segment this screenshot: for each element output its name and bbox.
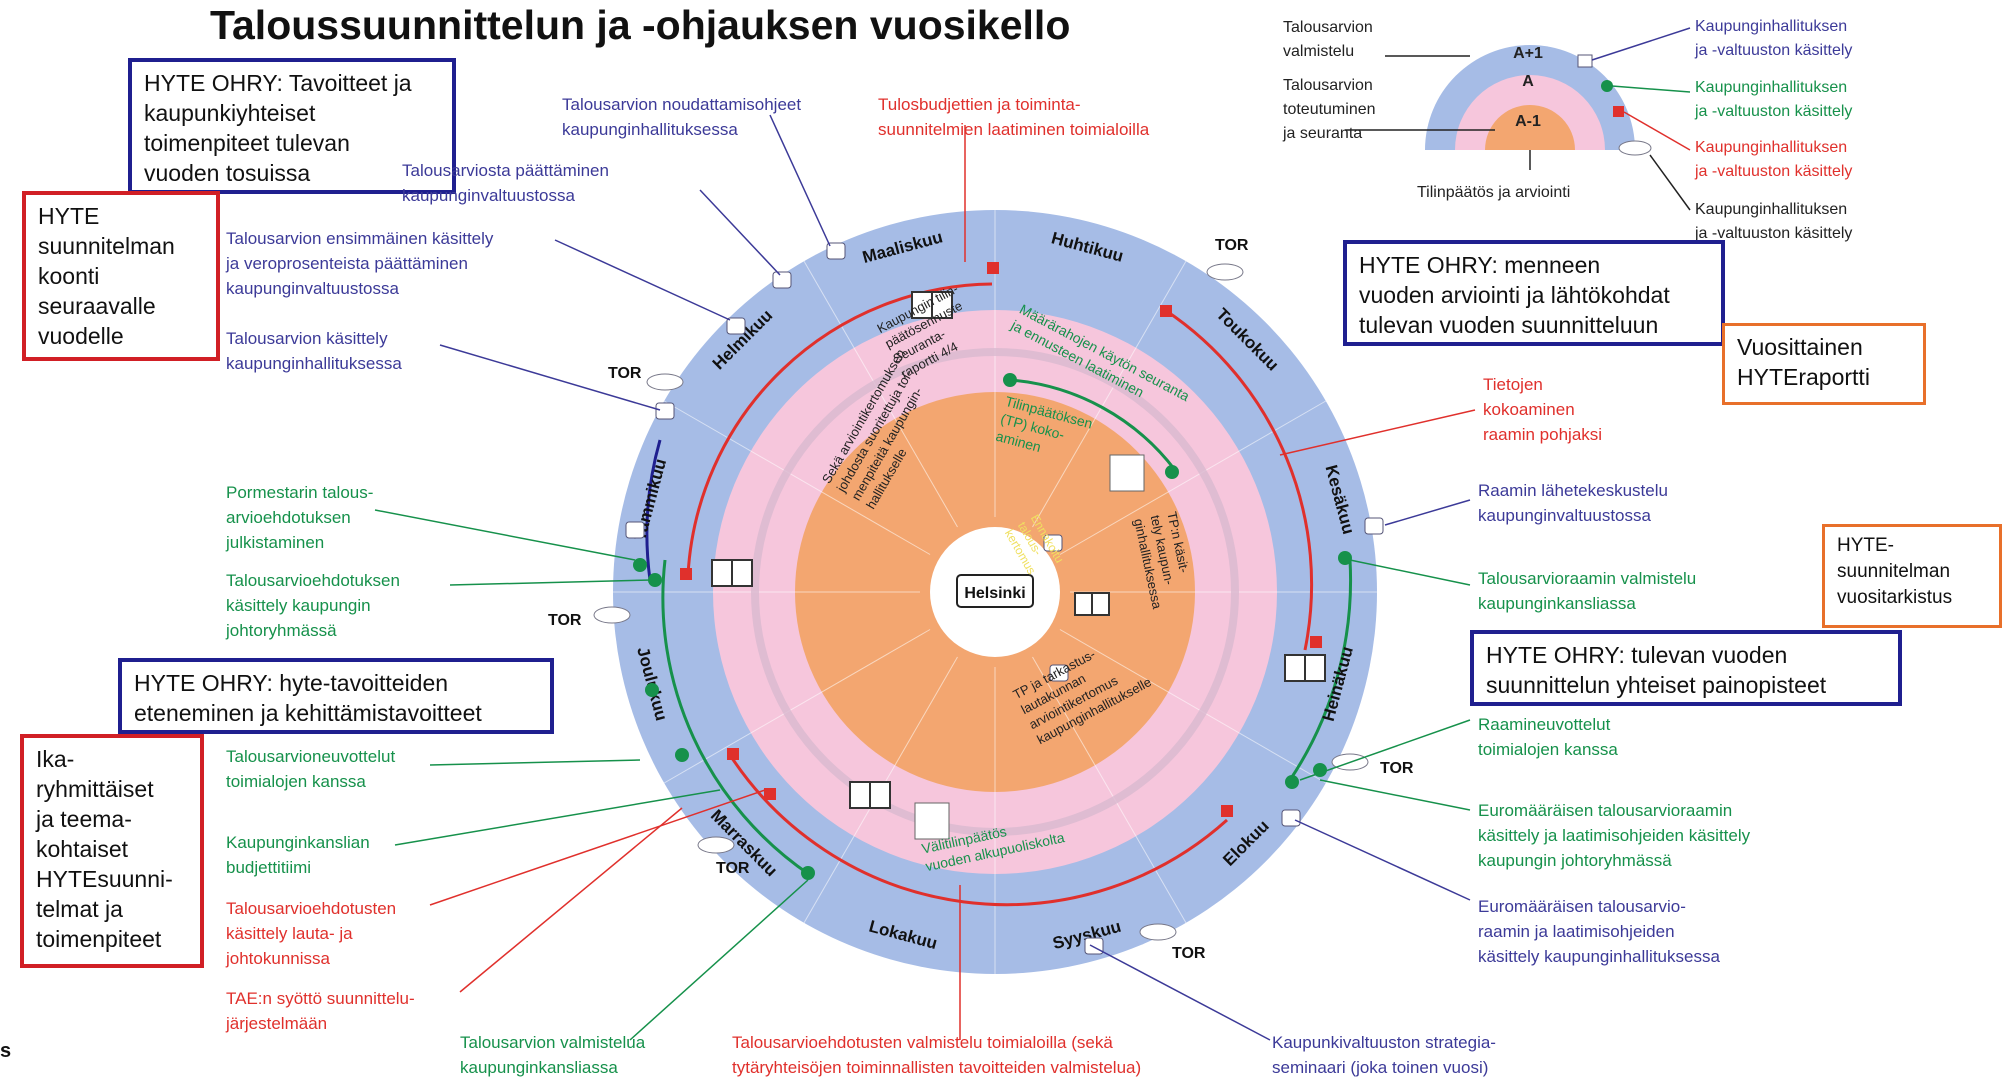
label-paattaminen: Talousarviosta päättäminen kaupunginvalt… (402, 161, 609, 205)
tor-label-2: TOR (608, 365, 642, 382)
calendar-icons (914, 454, 1145, 840)
legend-ring-am1: A-1 (1515, 113, 1541, 130)
tor-label-5: TOR (716, 860, 750, 877)
center-label: Helsinki (964, 585, 1025, 602)
label-tulosbudjettien: Tulosbudjettien ja toiminta- suunnitelmi… (878, 95, 1150, 139)
legend-right-1: Kaupunginhallituksen ja -valtuuston käsi… (1695, 18, 1853, 59)
legend-label-valmistelu: Talousarvion valmistelu (1283, 19, 1373, 60)
legend-label-toteutuminen: Talousarvion toteutuminen ja seuranta (1283, 77, 1376, 142)
blue-process-arc (645, 439, 662, 581)
label-valmistelu-kanslia: Talousarvion valmistelua kaupunginkansli… (460, 1033, 646, 1077)
month-divider (1032, 656, 1187, 924)
red-markers (680, 262, 1322, 817)
box-hyte-vuositarkistus: HYTE- suunnitelman vuositarkistus (1822, 524, 2002, 628)
box-hyte-koonti: HYTE suunnitelman koonti seuraavalle vuo… (22, 191, 220, 361)
label-tietojen: Tietojen kokoaminen raamin pohjaksi (1483, 375, 1603, 444)
label-tae-syotto: TAE:n syöttö suunnittelu- järjestelmään (226, 989, 415, 1033)
label-ehdotusten-valmistelu: Talousarvioehdotusten valmistelu toimial… (732, 1033, 1142, 1077)
month-divider (663, 629, 931, 784)
green-process-arc-2 (1288, 559, 1353, 781)
green-markers (633, 373, 1352, 880)
label-raamin-valmistelu: Talousarvioraamin valmistelu kaupunginka… (1478, 569, 1697, 613)
page-title: Taloussuunnittelun ja -ohjauksen vuosike… (210, 2, 1071, 48)
label-raamin-lahetekeskustelu: Raamin lähetekeskustelu kaupunginvaltuus… (1478, 481, 1668, 525)
legend-diagram: A+1 A A-1 (1345, 27, 1691, 211)
box-hyte-ohry-tulevan: HYTE OHRY: tulevan vuoden suunnittelun y… (1470, 630, 1902, 706)
legend-right-3: Kaupunginhallituksen ja -valtuuston käsi… (1695, 139, 1853, 180)
box-hyte-ohry-menneen: HYTE OHRY: menneen vuoden arviointi ja l… (1343, 240, 1725, 346)
label-budjettitiimi: Kaupunginkanslian budjettitiimi (226, 833, 370, 877)
legend-right-2: Kaupunginhallituksen ja -valtuuston käsi… (1695, 79, 1853, 120)
legend-label-tilinpaatos: Tilinpäätös ja arviointi (1417, 184, 1571, 201)
box-vuosittainen: Vuosittainen HYTEraportti (1722, 323, 1926, 405)
meeting-icons (593, 263, 1369, 941)
box-ikaryhmittaiset: Ika- ryhmittäiset ja teema- kohtaiset HY… (20, 734, 204, 968)
month-divider (1059, 629, 1327, 784)
inner-arrow-ring (751, 348, 1239, 836)
label-noudattamisohjeet: Talousarvion noudattamisohjeet kaupungin… (562, 95, 802, 139)
red-process-arc-3 (728, 754, 1229, 907)
book-icons (711, 291, 1326, 809)
green-inner-arc (1009, 378, 1177, 471)
label-pormestarin: Pormestarin talous- arvioehdotuksen julk… (226, 483, 374, 552)
label-ensimmainen: Talousarvion ensimmäinen käsittely ja ve… (226, 229, 494, 298)
tor-label-6: TOR (1172, 945, 1206, 962)
label-euromaaraisen-johto: Euromääräisen talousarvioraamin käsittel… (1478, 801, 1751, 870)
label-johtoryhma: Talousarvioehdotuksen käsittely kaupungi… (226, 571, 400, 640)
side-note: s (0, 1040, 12, 1062)
legend-right-4: Kaupunginhallituksen ja -valtuuston käsi… (1695, 201, 1853, 242)
month-divider (663, 400, 931, 555)
label-neuvottelut: Talousarvioneuvottelut toimialojen kanss… (226, 747, 396, 791)
month-divider (1059, 400, 1327, 555)
legend-ring-a1: A+1 (1513, 45, 1543, 62)
tor-label-4: TOR (1380, 760, 1414, 777)
month-divider (803, 260, 958, 528)
label-kasittely-kh: Talousarvion käsittely kaupunginhallituk… (226, 329, 402, 373)
legend-ring-a: A (1522, 73, 1534, 90)
label-raamineuvottelut: Raamineuvottelut toimialojen kanssa (1478, 715, 1618, 759)
tor-label-1: TOR (1215, 237, 1249, 254)
tor-label-3: TOR (548, 612, 582, 629)
label-euromaaraisen-kh: Euromääräisen talousarvio- raamin ja laa… (1478, 897, 1720, 966)
connector-lines (374, 114, 1476, 1041)
box-hyte-ohry-tavoitteet: HYTE OHRY: Tavoitteet ja kaupunkiyhteise… (128, 58, 456, 194)
label-lautakunnat: Talousarvioehdotusten käsittely lauta- j… (226, 899, 397, 968)
red-process-arc-2 (1164, 308, 1314, 651)
label-strategiaseminaari: Kaupunkivaltuuston strategia- seminaari … (1272, 1033, 1496, 1077)
green-process-arc (661, 559, 811, 877)
document-icons (625, 242, 1384, 955)
helsinki-logo-box (956, 574, 1034, 608)
box-hyte-ohry-hyte: HYTE OHRY: hyte-tavoitteiden eteneminen … (118, 658, 554, 734)
